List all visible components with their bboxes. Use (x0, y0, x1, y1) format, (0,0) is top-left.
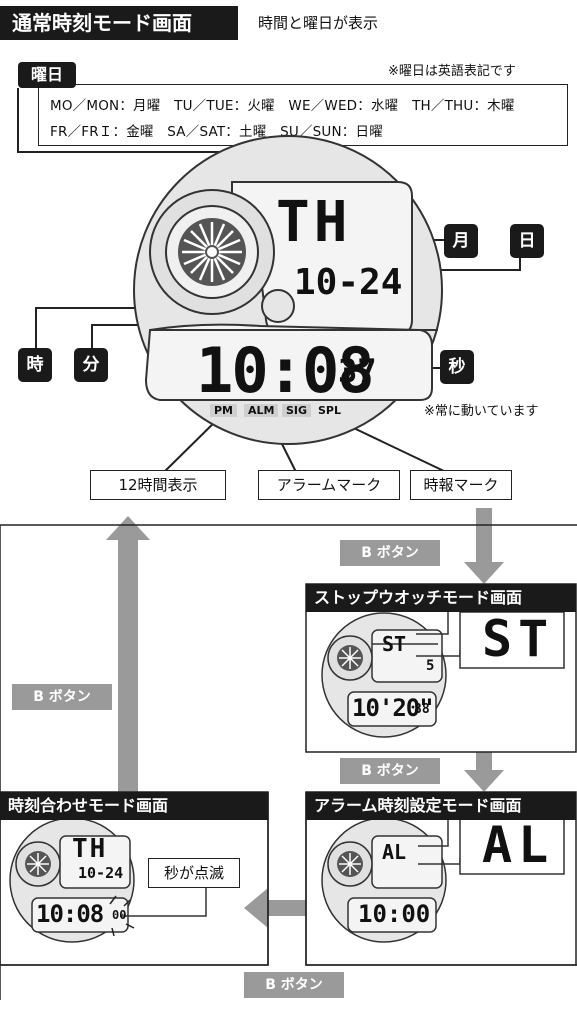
day-tag: 日 (510, 224, 544, 258)
timeset-date: 10-24 (78, 864, 124, 882)
stopwatch-code-small: ST (382, 632, 407, 656)
stopwatch-sub: 88 (414, 702, 430, 717)
page-title: 通常時刻モード画面 (0, 6, 238, 40)
second-tag: 秒 (440, 350, 474, 384)
main-watch (133, 135, 443, 445)
main-time-readout: 10:08 (196, 334, 375, 407)
minute-tag: 分 (74, 348, 108, 382)
hour12-label: 12時間表示 (90, 470, 226, 500)
indicator-alm: ALM (244, 404, 279, 417)
weekday-note: ※曜日は英語表記です (388, 64, 516, 79)
alarm-watch (321, 817, 565, 943)
stopwatch-lap: 5 (426, 658, 435, 674)
seconds-note: ※常に動いています (424, 404, 539, 419)
alarm-mode-title: アラーム時刻設定モード画面 (306, 792, 576, 820)
main-date-readout: 10-24 (294, 262, 403, 303)
weekday-tag: 曜日 (18, 62, 76, 88)
alarm-mark-label: アラームマーク (258, 470, 400, 500)
stopwatch-mode-title: ストップウオッチモード画面 (306, 584, 576, 612)
weekday-line-1: MO／MON：月曜 TU／TUE：火曜 WE／WED：水曜 TH／THU：木曜 (50, 98, 515, 114)
arrow-down-2 (464, 752, 504, 792)
main-seconds-readout: 37 (338, 352, 377, 390)
arrow-left (244, 888, 306, 928)
stopwatch-watch (321, 611, 565, 738)
signal-mark-label: 時報マーク (410, 470, 512, 500)
b-button-label-2: B ボタン (340, 758, 440, 784)
stopwatch-time: 10'20" (352, 694, 434, 722)
arrow-up (106, 516, 150, 800)
indicator-sig: SIG (282, 404, 312, 417)
b-button-label-3: B ボタン (12, 684, 112, 710)
indicator-spl: SPL (318, 404, 341, 417)
timeset-day: TH (72, 834, 108, 864)
b-button-label-1: B ボタン (340, 540, 440, 566)
arrow-down-1 (464, 508, 504, 584)
page-subtitle: 時間と曜日が表示 (258, 14, 379, 32)
stopwatch-code-large: ST (482, 610, 555, 668)
month-tag: 月 (444, 224, 478, 258)
alarm-code-small: AL (382, 840, 407, 864)
timeset-mode-title: 時刻合わせモード画面 (0, 792, 268, 820)
alarm-time: 10:00 (358, 900, 431, 928)
main-day-readout: TH (276, 190, 352, 255)
indicator-pm: PM (210, 404, 238, 417)
seconds-blink-label: 秒が点滅 (148, 858, 240, 888)
hour-tag: 時 (18, 348, 52, 382)
alarm-code-large: AL (482, 816, 555, 874)
timeset-seconds: 00 (112, 908, 127, 922)
b-button-label-4: B ボタン (244, 972, 344, 998)
timeset-time: 10:08 (36, 900, 104, 928)
